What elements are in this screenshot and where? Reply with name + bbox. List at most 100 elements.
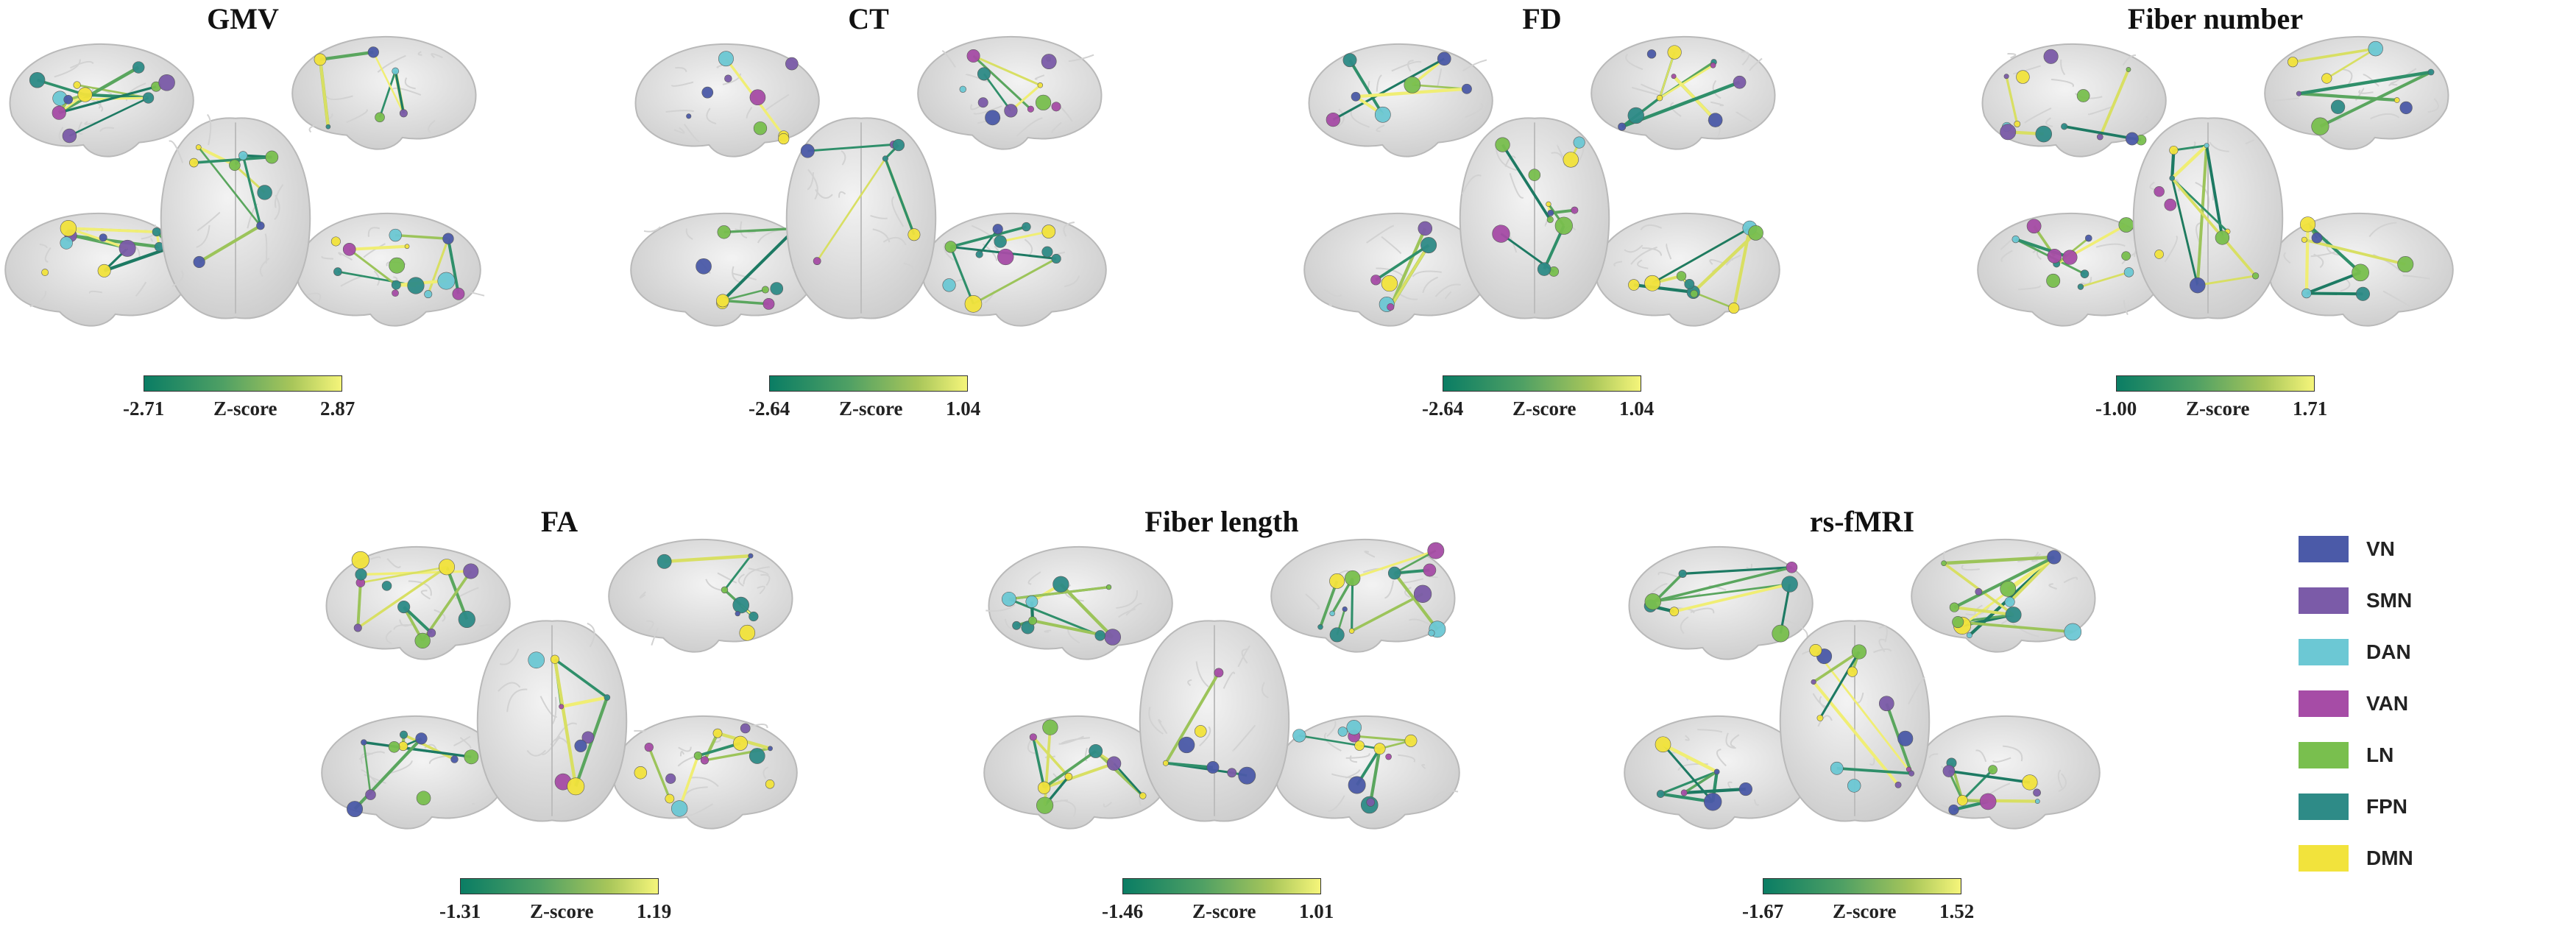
network-node [2043,49,2059,64]
network-node [404,244,410,250]
network-node [1546,201,1551,207]
brain-outline [2264,35,2449,150]
network-edge [37,79,86,96]
network-node [2033,788,2041,797]
network-node [1669,607,1680,617]
network-node [1733,75,1747,89]
network-node [1329,627,1345,643]
network-node [1404,76,1421,93]
network-edge [364,741,472,758]
network-node [2000,124,2017,141]
colorbar-max-label: 2.87 [320,397,355,420]
network-edge [1389,227,1427,308]
network-node [1781,576,1798,593]
network-node [717,225,731,239]
network-node [1546,216,1554,223]
network-node [2287,57,2299,68]
network-edge [1692,231,1758,294]
network-node [907,228,921,241]
network-node [712,728,723,738]
network-node [1194,725,1207,738]
network-node [1573,136,1585,149]
network-node [381,581,392,591]
network-node [416,791,431,806]
network-node [1051,102,1061,112]
panel-title: rs-fMRI [1809,505,1915,538]
legend-label-dan: DAN [2366,640,2411,663]
legend-swatch-smn [2299,587,2349,614]
network-node [1492,225,1510,243]
network-node [944,241,957,253]
network-edge [999,230,1050,243]
network-node [2355,286,2370,301]
network-node [1908,770,1915,777]
network-edge [403,733,456,761]
panel-title: Fiber length [1144,505,1299,538]
network-node [2301,236,2307,243]
network-node [1830,761,1844,775]
brain-outline [291,35,477,150]
network-node [959,85,966,93]
network-edge [403,606,433,635]
brain-outline [630,212,815,327]
legend-label-fpn: FPN [2366,795,2407,818]
network-node [1809,643,1822,657]
network-node [2084,234,2092,242]
network-edge [427,238,450,295]
network-node [2190,277,2206,294]
network-node [634,766,648,780]
sagittal-brain-view [287,210,486,331]
network-node [29,72,46,88]
network-node [604,694,611,701]
network-node [1941,560,1947,566]
network-edge [1165,761,1214,769]
network-node [1437,52,1451,66]
network-edge [1113,763,1144,796]
network-node [700,756,710,765]
network-node [992,224,1003,235]
colorbar-min-label: -2.64 [1422,397,1464,420]
network-node [1952,616,1964,629]
network-node [1042,719,1058,735]
network-node [333,267,342,276]
sagittal-brain-view [1266,713,1465,834]
network-edge [1659,64,1714,99]
network-node [353,623,362,632]
network-node [97,264,111,278]
legend-item-smn: SMN [2299,587,2534,615]
network-node [1678,569,1687,578]
network-node [966,49,980,63]
network-node [1710,62,1716,68]
network-node [671,800,688,817]
network-edge [1683,771,1718,794]
network-edge [68,227,128,250]
network-node [1644,593,1662,610]
network-node [2352,264,2369,282]
network-edge [1032,736,1070,778]
brain-outline [4,212,190,327]
network-node [1655,736,1671,753]
colorbar-gradient [1443,375,1641,392]
brain-outline [1981,43,2167,158]
network-node [1036,796,1054,814]
network-node [1897,730,1914,746]
network-node [2204,143,2209,149]
network-edge [68,96,149,137]
network-node [1366,798,1376,807]
network-node [1644,275,1660,291]
network-node [665,773,676,784]
network-node [1847,779,1861,793]
network-edge [553,659,578,787]
network-edge [2170,177,2199,286]
network-edge [949,246,974,305]
axial-brain-view [1137,617,1292,827]
network-node [2330,99,2346,114]
sagittal-brain-view [316,713,515,834]
sagittal-brain-view [1299,210,1498,331]
network-node [2004,596,2015,607]
legend-label-vn: VN [2366,537,2395,560]
colorbar-min-label: -1.00 [2095,397,2137,420]
network-node [735,611,740,617]
network-node [977,67,991,81]
network-node [1988,765,1998,774]
